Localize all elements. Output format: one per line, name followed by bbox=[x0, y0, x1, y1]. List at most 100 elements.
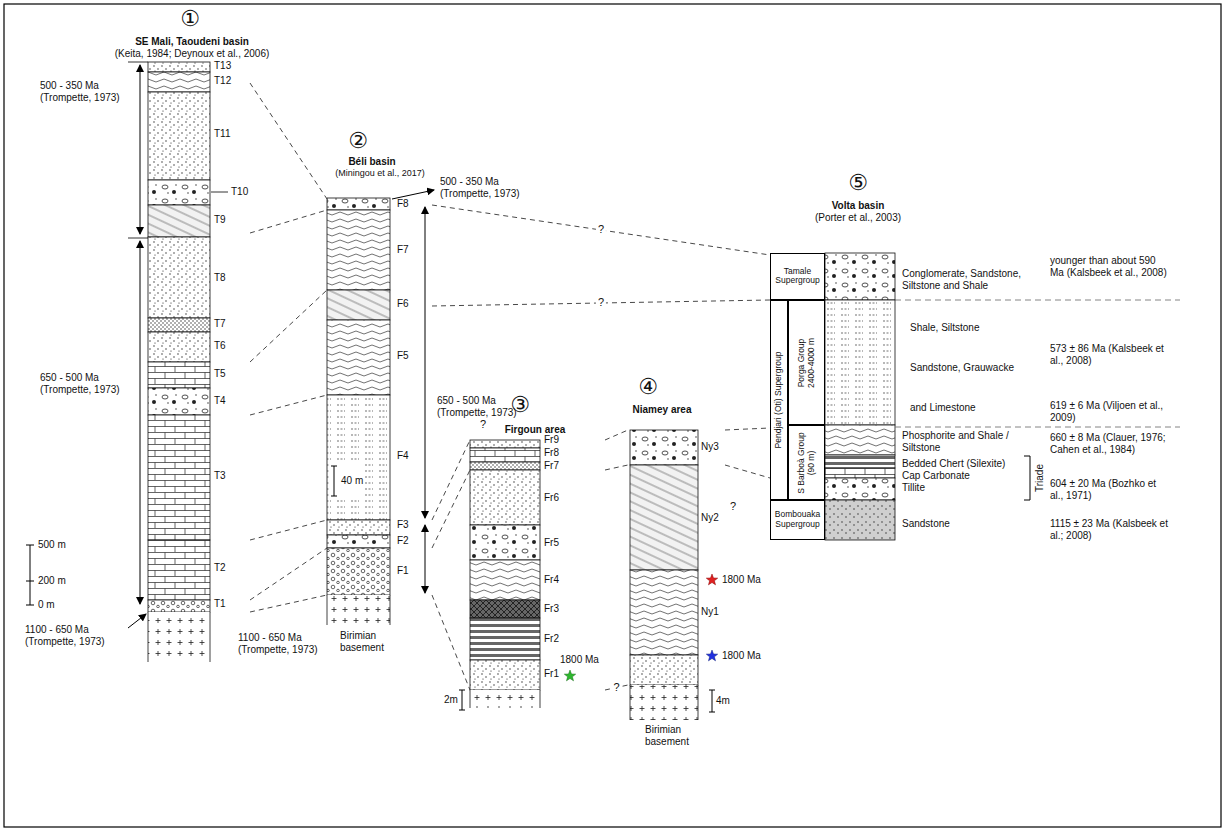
correlation-line bbox=[605, 465, 628, 470]
age-range-arrow bbox=[140, 65, 141, 234]
figure-label: 1100 - 650 Ma (Trompette, 1973) bbox=[25, 624, 125, 648]
figure-label: Fr9 bbox=[544, 434, 559, 446]
leader-line bbox=[211, 192, 228, 193]
figure-label: T1 bbox=[214, 598, 226, 610]
rock-layer bbox=[148, 205, 210, 237]
stratigraphic-column: ⑤Volta basin(Porter et al., 2003)Tamale … bbox=[770, 253, 895, 540]
pointer-arrow bbox=[392, 190, 434, 199]
rock-layer bbox=[825, 253, 895, 300]
figure-label: Birimian basement bbox=[645, 724, 705, 748]
unit-boundary bbox=[895, 300, 1180, 427]
scale-bar bbox=[709, 690, 715, 712]
scale-bar bbox=[459, 690, 465, 710]
figure-label: T3 bbox=[214, 470, 226, 482]
correlation-line bbox=[432, 440, 470, 520]
rock-layer bbox=[470, 440, 540, 448]
figure-label: Shale, Siltstone bbox=[910, 322, 980, 334]
figure-label: Fr3 bbox=[544, 603, 559, 615]
group-label: Porga Group2400-4000 m bbox=[797, 303, 817, 422]
rock-layer bbox=[470, 618, 540, 660]
group-name: Tamale Supergroup bbox=[772, 267, 823, 287]
rock-layer bbox=[470, 462, 540, 470]
figure-label: younger than about 590 Ma (Kalsbeek et a… bbox=[1050, 255, 1168, 279]
age-range-arrow bbox=[140, 241, 141, 604]
figure-label: 1115 ± 23 Ma (Kalsbeek et al.; 2008) bbox=[1050, 518, 1168, 542]
column-title: SE Mali, Taoudeni basin bbox=[135, 36, 249, 48]
figure-label: 500 - 350 Ma (Trompette, 1973) bbox=[440, 176, 540, 200]
figure-label: Sandstone, Grauwacke bbox=[910, 362, 1014, 374]
correlation-line bbox=[250, 595, 327, 612]
correlation-line bbox=[250, 290, 327, 362]
rock-layer bbox=[470, 560, 540, 600]
edge-label: ? bbox=[596, 223, 606, 236]
figure-label: T6 bbox=[214, 340, 226, 352]
basement-layer bbox=[470, 690, 540, 708]
rock-layer bbox=[148, 415, 210, 540]
rock-layer bbox=[630, 655, 698, 685]
sample-star bbox=[706, 574, 717, 585]
figure-label: Phosphorite and Shale / Siltstone bbox=[902, 430, 1032, 454]
rock-layer bbox=[148, 362, 210, 388]
basement-layer bbox=[148, 612, 210, 662]
column-reference: (Porter et al., 2003) bbox=[815, 212, 901, 224]
figure-label: Bedded Chert (Silexite) bbox=[902, 458, 1005, 470]
rock-layer bbox=[470, 600, 540, 618]
group-box: Pendjari (Oti) Supergroup bbox=[770, 300, 788, 500]
rock-layer bbox=[327, 548, 390, 595]
rock-layer bbox=[470, 525, 540, 560]
rock-layer bbox=[327, 198, 390, 210]
group-box: Porga Group2400-4000 m bbox=[788, 300, 825, 425]
figure-label: Fr8 bbox=[544, 447, 559, 459]
rock-layer bbox=[470, 470, 540, 525]
group-name: Porga Group bbox=[797, 303, 807, 422]
figure-label: Conglomerate, Sandstone, Siltstone and S… bbox=[902, 268, 1027, 292]
correlation-line bbox=[250, 395, 327, 415]
figure-label: ? bbox=[730, 500, 736, 513]
column-edge bbox=[470, 690, 540, 708]
figure-label: Fr5 bbox=[544, 537, 559, 549]
column-edge bbox=[148, 612, 210, 662]
basement-layer bbox=[630, 685, 698, 720]
stratigraphic-column: ①SE Mali, Taoudeni basin(Keita, 1984; De… bbox=[148, 62, 250, 662]
rock-layer bbox=[327, 290, 390, 320]
age-range-arrow bbox=[425, 525, 426, 593]
bracket bbox=[1024, 456, 1030, 500]
rock-layer bbox=[148, 180, 210, 205]
rock-layer bbox=[327, 395, 390, 520]
correlation-line bbox=[432, 595, 470, 690]
sample-star bbox=[564, 670, 575, 681]
rock-layer bbox=[327, 320, 390, 395]
group-label: Pendjari (Oti) Supergroup bbox=[774, 303, 784, 497]
figure-label: F3 bbox=[397, 519, 409, 531]
stratigraphic-column: ③Firgoun area bbox=[470, 440, 605, 708]
column-title: Niamey area bbox=[633, 404, 692, 416]
figure-frame bbox=[4, 4, 1221, 827]
rock-layer bbox=[148, 318, 210, 332]
correlation-line bbox=[432, 470, 470, 548]
tick-line bbox=[128, 62, 148, 238]
basement-layer bbox=[327, 595, 390, 625]
rock-layer bbox=[470, 448, 540, 462]
rock-layer bbox=[825, 468, 895, 478]
figure-label: T5 bbox=[214, 368, 226, 380]
figure-label: T9 bbox=[214, 214, 226, 226]
figure-label: 604 ± 20 Ma (Bozhko et al., 1971) bbox=[1050, 478, 1168, 502]
group-label: S Barboà Group(90 m) bbox=[797, 428, 817, 497]
group-label: Tamale Supergroup bbox=[772, 267, 823, 287]
figure-label: Fr4 bbox=[544, 574, 559, 586]
rock-layer bbox=[825, 455, 895, 468]
scale-bar bbox=[331, 466, 337, 496]
column-reference: (Keita, 1984; Deynoux et al., 2006) bbox=[115, 48, 270, 60]
group-box: Bombouaka Supergroup bbox=[770, 500, 825, 540]
rock-layer bbox=[148, 72, 210, 92]
figure-label: T8 bbox=[214, 272, 226, 284]
age-range-arrow bbox=[425, 207, 426, 518]
figure-label: and Limestone bbox=[910, 402, 976, 414]
figure-label: Ny1 bbox=[701, 606, 719, 618]
figure-label: Sandstone bbox=[902, 518, 950, 530]
figure-label: Tillite bbox=[902, 482, 925, 494]
group-box: Tamale Supergroup bbox=[770, 253, 825, 300]
